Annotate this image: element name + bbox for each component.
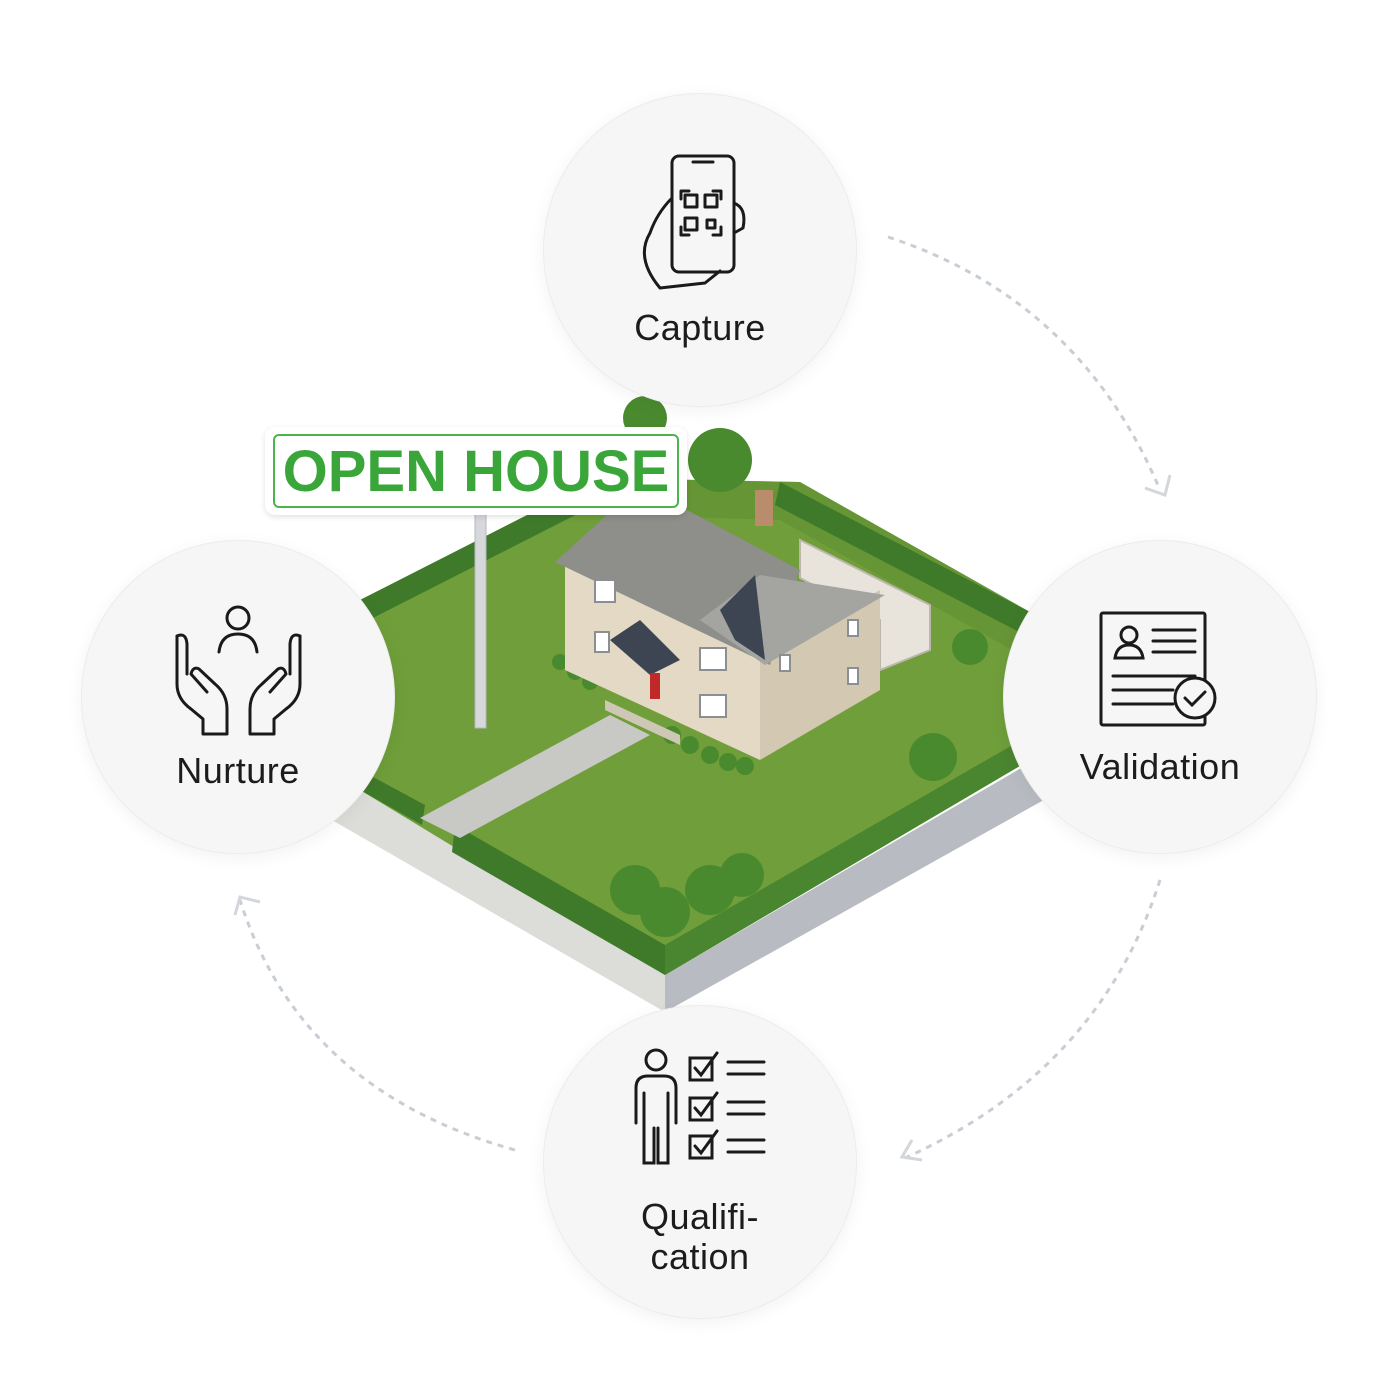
stage-capture: Capture [544,94,856,406]
stage-label: Nurture [176,749,300,791]
hands-person-icon [175,605,301,735]
arrowhead-icon [233,895,261,916]
stage-label-line2: cation [650,1235,750,1277]
stage-nurture: Nurture [82,541,394,853]
bushes [552,396,988,937]
stage-label: Qualifi- cation [640,1195,760,1277]
arrow-validation-to-qualification [904,879,1162,1160]
walkway [420,715,650,838]
open-house-sign-text: OPEN HOUSE [273,434,679,508]
stage-qualification: Qualifi- cation [544,1006,856,1318]
arrowhead-icon [899,1139,923,1162]
hedge [360,770,425,825]
hand-phone-qr-icon [642,154,746,289]
stage-validation: Validation [1004,541,1316,853]
stage-label: Capture [634,306,766,348]
id-card-check-icon [1099,611,1217,726]
house [555,485,885,760]
person-checklist-icon [634,1048,765,1164]
arrow-qualification-to-nurture [238,899,516,1152]
open-house-sign: OPEN HOUSE [265,427,687,515]
sign-pole [474,509,487,729]
stage-label: Validation [1079,745,1241,787]
hedge [775,482,1030,635]
hedge [665,735,1030,975]
stage-label-line1: Qualifi- [640,1195,760,1237]
sidewalk [318,760,1058,1012]
arrowhead-icon [1144,474,1172,497]
hedge [452,825,665,975]
cycle-arrows [238,235,1162,1160]
arrow-capture-to-validation [887,235,1162,491]
